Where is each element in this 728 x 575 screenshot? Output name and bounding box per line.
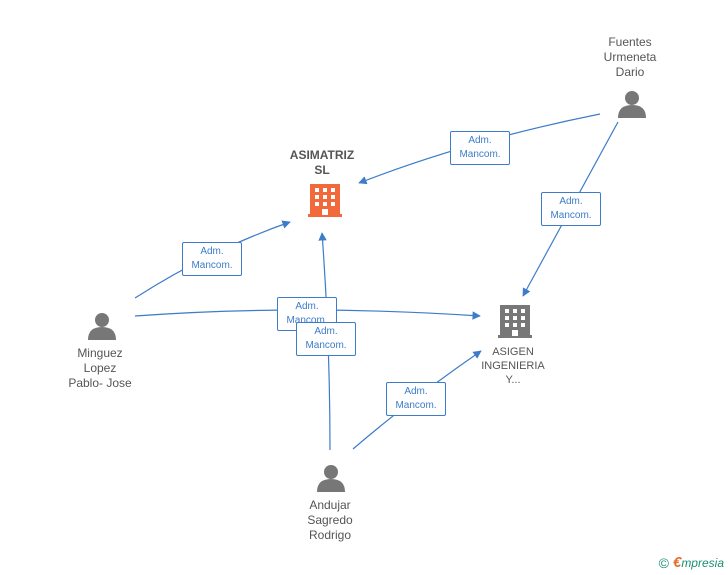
edge-label-minguez-asimatriz[interactable]: Adm. Mancom.: [182, 242, 242, 276]
edge-label-andujar-asigen[interactable]: Adm. Mancom.: [386, 382, 446, 416]
copyright-icon: ©: [658, 554, 669, 571]
node-name-line: INGENIERIA: [481, 360, 545, 372]
node-name-line: Pablo- Jose: [68, 376, 132, 390]
person-icon: [88, 313, 116, 340]
edge-label-line: Adm.: [295, 301, 319, 312]
edge-label-line: Adm.: [404, 386, 428, 397]
node-name-line: Lopez: [83, 361, 117, 375]
node-name-line: SL: [314, 163, 330, 177]
person-fuentes-label[interactable]: Fuentes Urmeneta Dario: [580, 35, 680, 80]
brand-logo: €mpresia: [673, 554, 724, 571]
node-name-line: Rodrigo: [308, 528, 352, 542]
building-icon: [308, 184, 342, 217]
node-name-line: Dario: [615, 65, 645, 79]
edge-label-line: Adm.: [200, 246, 224, 257]
person-minguez-label[interactable]: Minguez Lopez Pablo- Jose: [50, 346, 150, 391]
edge-label-line: Adm.: [559, 196, 583, 207]
brand-e: €: [672, 554, 682, 571]
edge-label-line: Mancom.: [550, 210, 592, 221]
company-asigen-label[interactable]: ASIGEN INGENIERIA Y...: [463, 345, 563, 387]
edge-label-line: Mancom.: [191, 260, 233, 271]
edge-label-andujar-asimatriz[interactable]: Adm. Mancom.: [296, 322, 356, 356]
brand-watermark: © €mpresia: [659, 554, 724, 571]
edge-label-line: Adm.: [468, 135, 492, 146]
building-icon: [498, 305, 532, 338]
person-andujar-label[interactable]: Andujar Sagredo Rodrigo: [280, 498, 380, 543]
company-asimatriz-label[interactable]: ASIMATRIZ SL: [272, 148, 372, 178]
edge-label-fuentes-asigen[interactable]: Adm. Mancom.: [541, 192, 601, 226]
node-name-line: Andujar: [309, 498, 351, 512]
node-name-line: Urmeneta: [603, 50, 657, 64]
edge-label-line: Adm.: [314, 326, 338, 337]
brand-name: mpresia: [681, 556, 724, 570]
edge-label-line: Mancom.: [395, 400, 437, 411]
edge-label-line: Mancom.: [305, 340, 347, 351]
edge-label-fuentes-asimatriz[interactable]: Adm. Mancom.: [450, 131, 510, 165]
node-name-line: ASIGEN: [492, 346, 534, 358]
edge-label-line: Mancom.: [459, 149, 501, 160]
person-icon: [317, 465, 345, 492]
node-name-line: Y...: [505, 374, 521, 386]
person-icon: [618, 91, 646, 118]
edge-label-line: Mancom.: [286, 315, 328, 326]
node-name-line: Sagredo: [307, 513, 353, 527]
node-name-line: Fuentes: [608, 35, 652, 49]
node-name-line: ASIMATRIZ: [289, 148, 355, 162]
node-name-line: Minguez: [77, 346, 123, 360]
